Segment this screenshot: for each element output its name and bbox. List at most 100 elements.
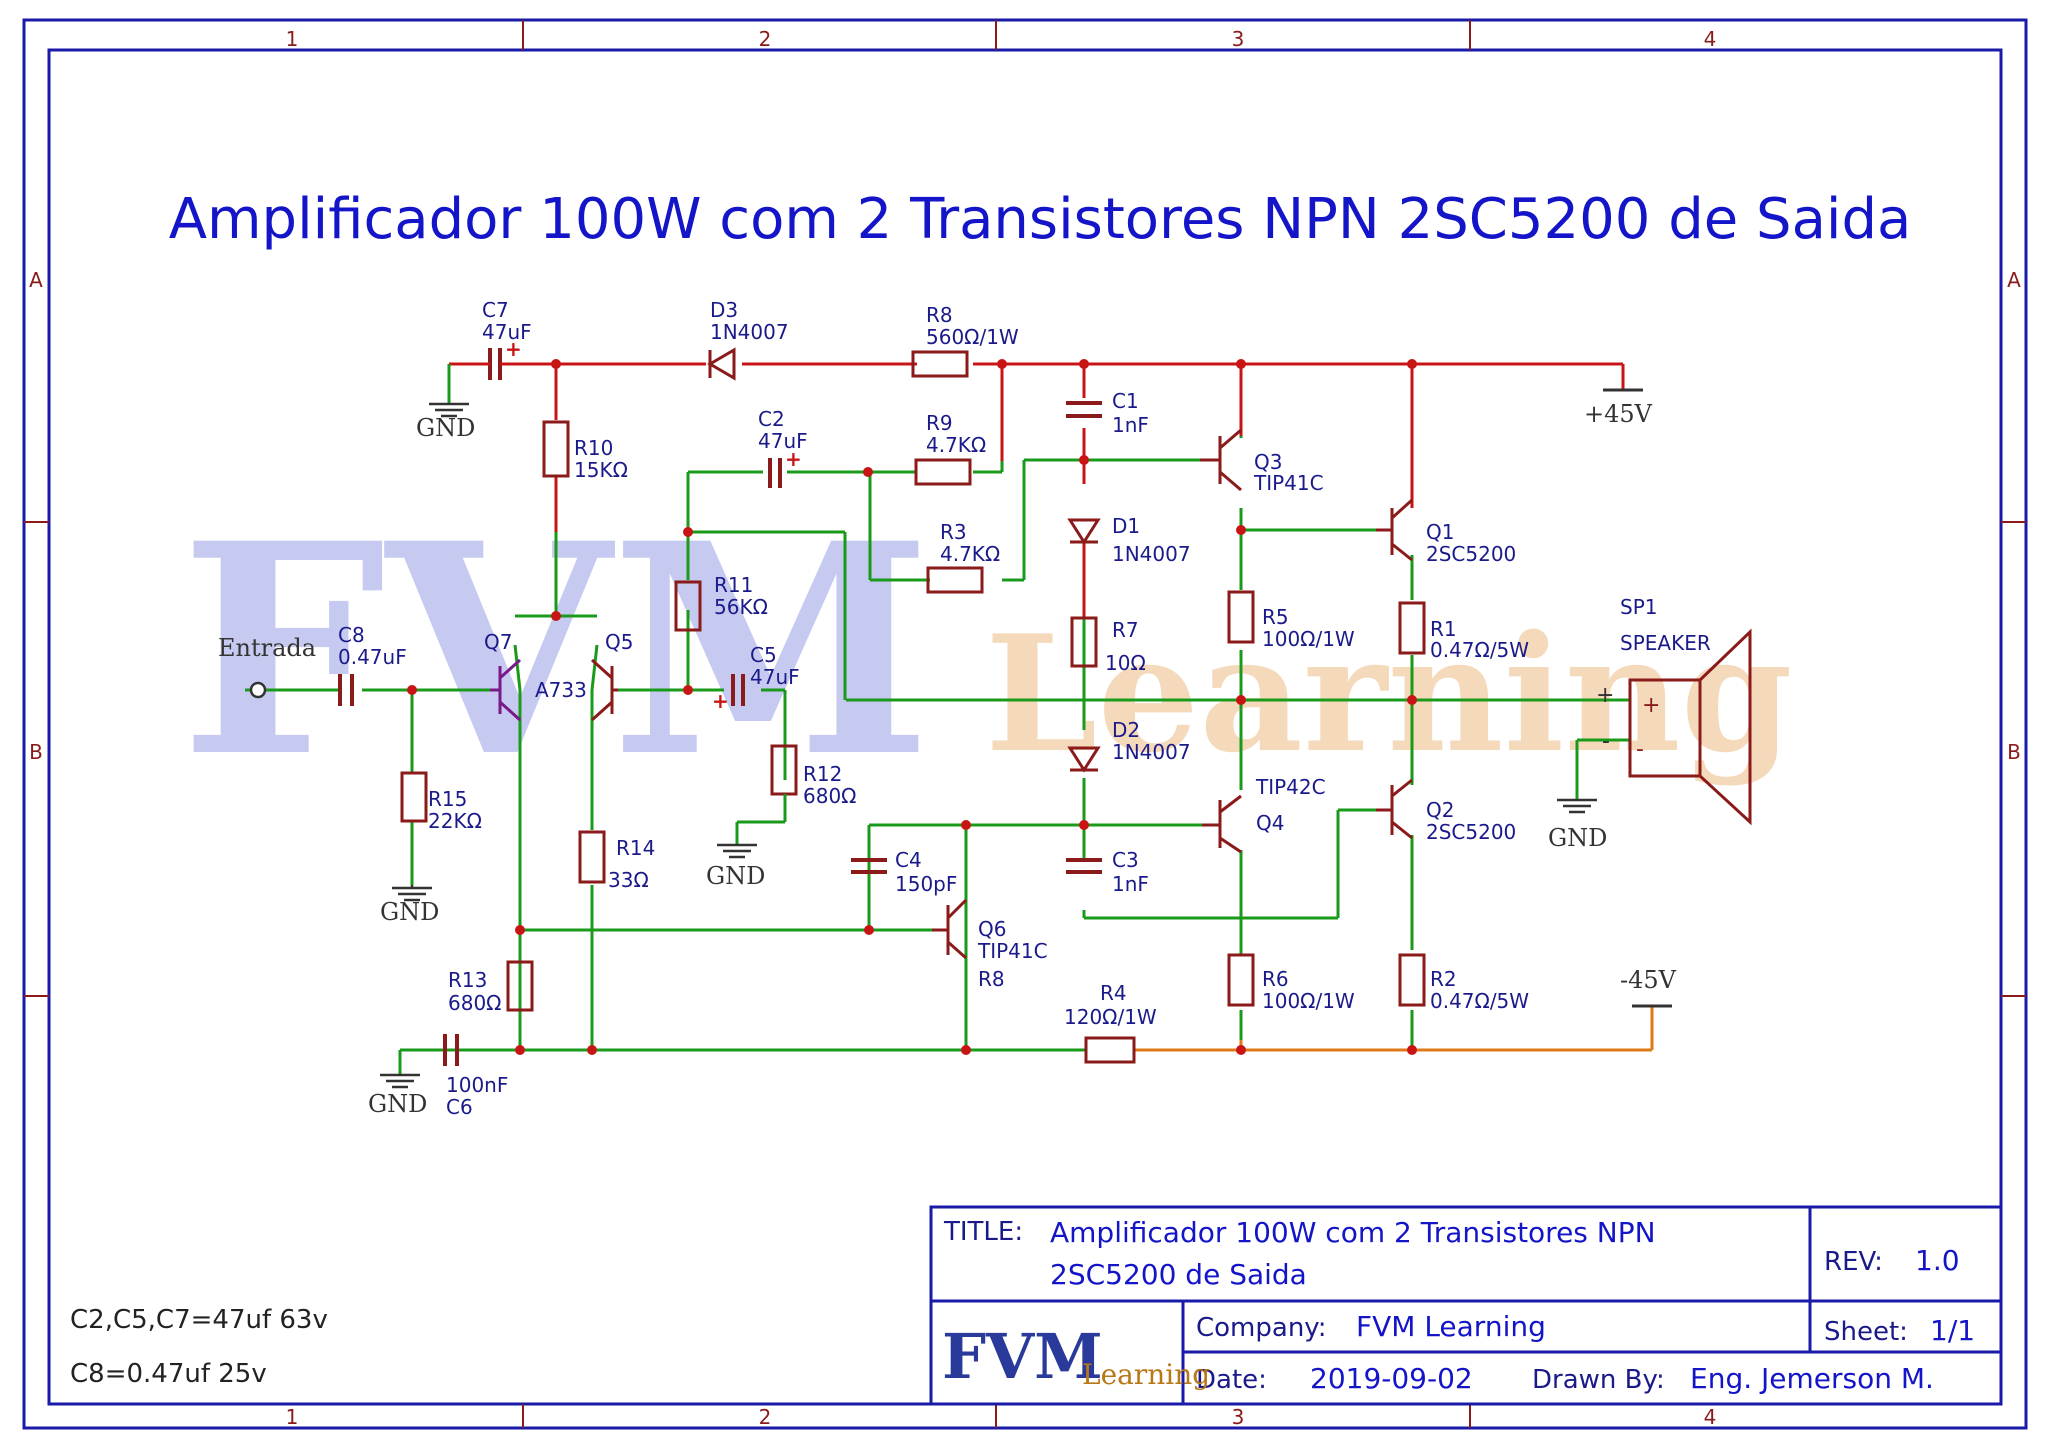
label-r2-ref: R2 — [1430, 967, 1457, 991]
resistor-r4 — [1084, 1036, 1136, 1064]
gnd-label-r12: GND — [706, 862, 765, 890]
title-block-date-value: 2019-09-02 — [1310, 1362, 1473, 1395]
watermark-learning: Learning — [985, 600, 1793, 788]
resistor-r1 — [1398, 601, 1426, 655]
capacitor-c8 — [338, 674, 354, 706]
title-block-date-label: Date: — [1196, 1365, 1267, 1395]
speaker-cone — [1698, 628, 1752, 826]
col-label-2-bottom: 2 — [759, 1405, 772, 1429]
col-label-1: 1 — [286, 27, 299, 51]
title-block-logo: FVM Learning — [942, 1320, 1210, 1393]
label-q6-value: TIP41C — [977, 939, 1048, 963]
cap-plus-marks: + + + — [505, 337, 802, 713]
title-block-drawn-value: Eng. Jemerson M. — [1690, 1362, 1934, 1395]
label-sp1-ref: SP1 — [1620, 595, 1657, 619]
capacitors — [338, 348, 1102, 1066]
resistor-r5 — [1227, 590, 1255, 644]
resistor-r15 — [400, 771, 428, 823]
resistor-r7 — [1070, 616, 1098, 668]
ground-r15 — [392, 885, 432, 902]
capacitor-c4 — [851, 858, 887, 874]
label-r4-ref: R4 — [1100, 981, 1127, 1005]
ground-c6 — [380, 1050, 420, 1089]
label-c7-ref: C7 — [482, 298, 509, 322]
label-r15-ref: R15 — [428, 787, 467, 811]
label-c4-ref: C4 — [895, 848, 922, 872]
label-r12-ref: R12 — [803, 762, 842, 786]
label-r8-ref: R8 — [926, 303, 953, 327]
transistor-q6 — [932, 898, 968, 960]
label-r13-ref: R13 — [448, 968, 487, 992]
gnd-label-c7: GND — [416, 414, 475, 442]
watermark: FVM Learning — [180, 481, 1793, 821]
row-label-a-right: A — [2007, 268, 2021, 292]
capacitor-c1 — [1066, 401, 1102, 418]
note-line-2: C8=0.47uf 25v — [70, 1359, 267, 1389]
label-q3-ref: Q3 — [1254, 450, 1282, 474]
label-c1-value: 1nF — [1112, 413, 1149, 437]
resistor-r2 — [1398, 953, 1426, 1007]
title-block: TITLE: Amplificador 100W com 2 Transisto… — [929, 1205, 2003, 1406]
input-label: Entrada — [218, 634, 316, 662]
plus-mark-c7: + — [505, 337, 522, 361]
transistor-q1 — [1376, 498, 1414, 562]
label-r6-value: 100Ω/1W — [1262, 989, 1355, 1013]
resistor-r6 — [1227, 953, 1255, 1007]
label-r15-value: 22KΩ — [428, 809, 482, 833]
note-line-1: C2,C5,C7=47uf 63v — [70, 1305, 328, 1335]
label-c4-value: 150pF — [895, 872, 957, 896]
label-r4-value: 120Ω/1W — [1064, 1005, 1157, 1029]
col-label-4-bottom: 4 — [1704, 1405, 1717, 1429]
col-label-3-bottom: 3 — [1232, 1405, 1245, 1429]
vneg-label: -45V — [1620, 966, 1677, 994]
plus-mark-c2: + — [785, 447, 802, 471]
label-c6-ref: C6 — [446, 1095, 473, 1119]
label-r9-value: 4.7KΩ — [926, 433, 986, 457]
label-r14-ref: R14 — [616, 836, 655, 860]
label-r7-value: 10Ω — [1105, 651, 1146, 675]
label-d3-value: 1N4007 — [710, 320, 789, 344]
title-block-drawn-label: Drawn By: — [1532, 1365, 1665, 1395]
label-q2-ref: Q2 — [1426, 798, 1454, 822]
resistor-r9 — [914, 458, 972, 486]
label-c7-value: 47uF — [482, 320, 532, 344]
label-r5-ref: R5 — [1262, 605, 1289, 629]
speaker-plus-label: + — [1596, 683, 1614, 708]
label-r11-value: 56KΩ — [714, 595, 768, 619]
frame-labels: 1 2 3 4 1 2 3 4 A B A B — [29, 27, 2021, 1429]
label-r1-value: 0.47Ω/5W — [1430, 638, 1529, 662]
title-block-title-label: TITLE: — [943, 1217, 1023, 1247]
label-q1-value: 2SC5200 — [1426, 542, 1516, 566]
label-c3-value: 1nF — [1112, 872, 1149, 896]
transistor-q4 — [1202, 794, 1242, 854]
resistor-r3 — [926, 566, 984, 594]
resistors — [400, 350, 1426, 1064]
speaker — [1628, 628, 1752, 826]
gnd-label-c6: GND — [368, 1090, 427, 1118]
title-block-title-line2: 2SC5200 de Saida — [1050, 1258, 1307, 1291]
label-r3-ref: R3 — [940, 520, 967, 544]
transistor-q3 — [1200, 428, 1242, 492]
logo-fvm: FVM — [942, 1320, 1103, 1393]
label-r10-value: 15KΩ — [574, 458, 628, 482]
resistor-r11 — [674, 580, 702, 632]
label-r3-value: 4.7KΩ — [940, 542, 1000, 566]
row-label-b: B — [29, 740, 43, 764]
label-r2-value: 0.47Ω/5W — [1430, 989, 1529, 1013]
label-c8-ref: C8 — [338, 623, 365, 647]
label-q7-ref: Q7 — [484, 630, 512, 654]
label-r1-ref: R1 — [1430, 617, 1457, 641]
transistors — [490, 428, 1414, 960]
label-q6-extra: R8 — [978, 967, 1005, 991]
label-r9-ref: R9 — [926, 411, 953, 435]
label-r13-value: 680Ω — [448, 991, 501, 1015]
title-block-company-value: FVM Learning — [1356, 1310, 1546, 1343]
label-r7-ref: R7 — [1112, 618, 1139, 642]
plus-mark-c5: + — [712, 689, 729, 713]
wires-orange — [1134, 1006, 1654, 1052]
capacitor-c7 — [447, 348, 517, 404]
label-r8-value: 560Ω/1W — [926, 325, 1019, 349]
diode-d1 — [1067, 518, 1101, 545]
label-r11-ref: R11 — [714, 573, 753, 597]
